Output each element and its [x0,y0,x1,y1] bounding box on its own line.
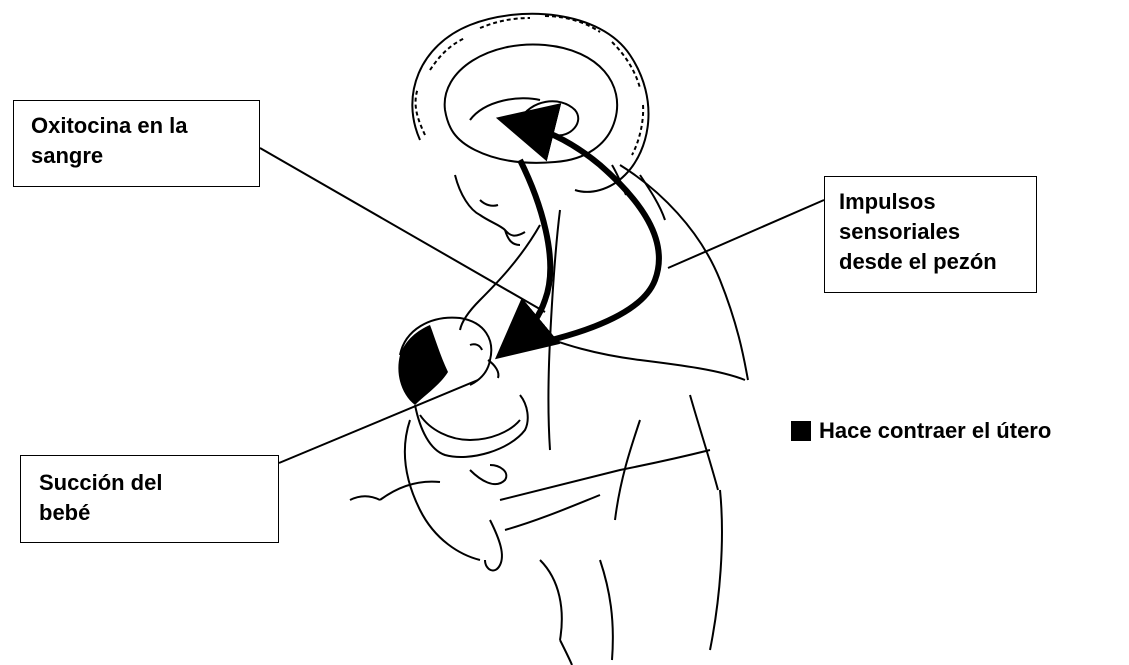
uterus-note-text: Hace contraer el útero [819,417,1051,445]
label-oxitocina: Oxitocina en la sangre [13,100,260,187]
label-succion: Succión del bebé [20,455,279,543]
label-oxitocina-line1: Oxitocina en la [31,111,259,141]
leader-line-succion [279,380,478,463]
mother-hands [380,450,710,640]
bullet-square-icon [791,421,811,441]
sensory-arrow [505,125,659,350]
label-succion-line2: bebé [39,498,278,528]
uterus-note: Hace contraer el útero [791,417,1051,445]
label-oxitocina-line2: sangre [31,141,259,171]
leader-line-impulsos [668,200,824,268]
brain-outline [445,44,618,162]
leader-line-oxitocina [260,148,545,312]
baby-blanket [405,395,528,560]
mother-lap [350,496,613,665]
label-impulsos-line2: sensoriales [839,217,1036,247]
mother-body [460,165,748,650]
mother-face [455,175,525,245]
label-succion-line1: Succión del [39,468,278,498]
label-impulsos-line1: Impulsos [839,187,1036,217]
label-impulsos: Impulsos sensoriales desde el pezón [824,176,1037,293]
label-impulsos-line3: desde el pezón [839,247,1036,277]
